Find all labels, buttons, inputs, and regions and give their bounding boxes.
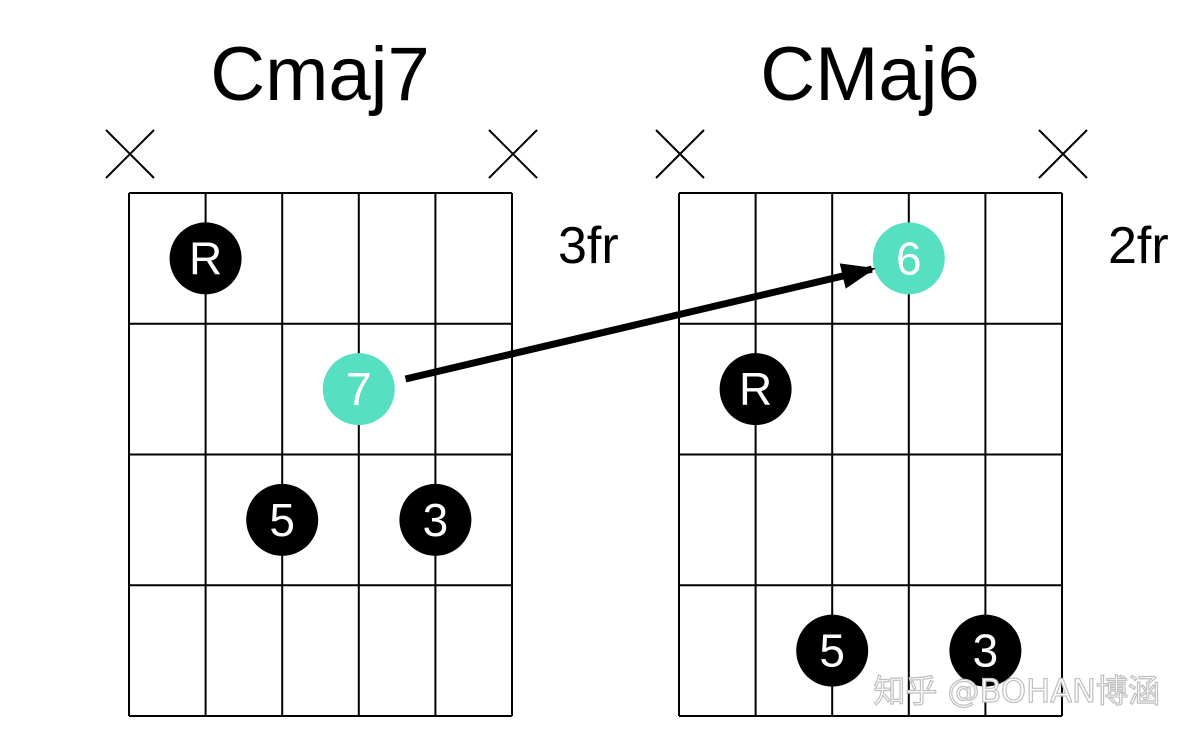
muted-string-x-icon [655,129,705,179]
note-circle [796,614,869,687]
muted-string-x-icon [105,129,155,179]
x-stroke [1038,129,1088,179]
note-label: 3 [423,494,449,546]
chord-title: CMaj6 [760,32,980,117]
muted-strings [105,129,538,179]
note-circle [399,483,472,556]
x-stroke [655,129,705,179]
highlighted-note-dot: 6 [872,222,945,295]
note-circle [949,614,1022,687]
chord-title: Cmaj7 [210,32,430,117]
note-dots: R 7 5 3 [169,222,472,556]
note-dot: 5 [796,614,869,687]
transition-arrow [404,263,876,383]
chord-cmaj7: Cmaj7 3fr R 7 5 3 [105,32,619,717]
note-dots: 6R 5 3 [719,222,1022,687]
muted-string-x-icon [488,129,538,179]
note-circle [322,353,395,426]
muted-string-x-icon [1038,129,1088,179]
note-circle [872,222,945,295]
muted-strings [655,129,1088,179]
note-label: R [739,363,772,415]
note-label: 7 [346,363,372,415]
note-label: 3 [973,625,999,677]
x-stroke [105,129,155,179]
note-label: 5 [269,494,295,546]
note-circle [719,353,792,426]
highlighted-note-dot: 7 [322,353,395,426]
x-stroke [488,129,538,179]
note-label: 6 [896,232,922,284]
note-dot: 5 [246,483,319,556]
chord-cmaj6: CMaj6 2fr 6R 5 3 [655,32,1169,717]
note-dot: 3 [399,483,472,556]
note-circle [169,222,242,295]
note-dot: R [719,353,792,426]
note-circle [246,483,319,556]
fret-position-label: 3fr [558,217,619,275]
note-dot: R [169,222,242,295]
watermark-text: 知乎 @BOHAN博涵 [873,672,1160,710]
note-label: R [189,232,222,284]
fret-position-label: 2fr [1108,217,1169,275]
note-dot: 3 [949,614,1022,687]
note-label: 5 [819,625,845,677]
